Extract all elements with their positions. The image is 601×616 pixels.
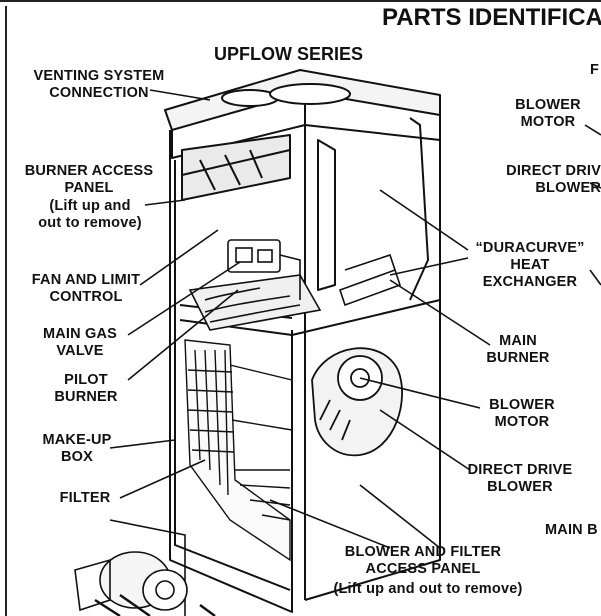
- label-make-up-box: MAKE-UP BOX: [42, 432, 112, 465]
- label-burner-access-panel: BURNER ACCESS PANEL: [24, 163, 154, 196]
- label-pilot-burner: PILOT BURNER: [54, 372, 118, 405]
- page-title: PARTS IDENTIFICA: [382, 4, 601, 31]
- label-filter: FILTER: [59, 490, 111, 506]
- label-venting-system-connection: VENTING SYSTEM CONNECTION: [33, 68, 165, 101]
- motor-sketch: [74, 519, 216, 616]
- label-main-burner: MAIN BURNER: [486, 333, 550, 366]
- label-direct-drive-blower: DIRECT DRIVE BLOWER: [467, 462, 573, 495]
- furnace-cabinet: [164, 69, 441, 613]
- leader-lines: [109, 89, 601, 549]
- label-main-gas-valve: MAIN GAS VALVE: [42, 326, 118, 359]
- label-fan-limit-control: FAN AND LIMIT CONTROL: [31, 272, 141, 305]
- burner-assembly: [188, 239, 402, 331]
- label-burner-access-note: (Lift up and out to remove): [38, 198, 142, 231]
- label-direct-drive-blower-top: DIRECT DRIV BLOWER: [506, 163, 601, 196]
- label-blower-motor-top: BLOWER MOTOR: [515, 97, 581, 130]
- label-duracurve-heat-exchanger: “DURACURVE” HEAT EXCHANGER: [475, 240, 585, 290]
- series-title: UPFLOW SERIES: [214, 44, 364, 64]
- label-access-panel-note: (Lift up and out to remove): [333, 581, 523, 597]
- blower-wheel: [311, 347, 403, 457]
- label-edge-f: F: [590, 62, 600, 78]
- label-blower-motor: BLOWER MOTOR: [489, 397, 555, 430]
- label-main-b: MAIN B: [545, 522, 598, 538]
- filter-graphic: [184, 339, 293, 562]
- label-blower-filter-access-panel: BLOWER AND FILTER ACCESS PANEL: [344, 544, 502, 577]
